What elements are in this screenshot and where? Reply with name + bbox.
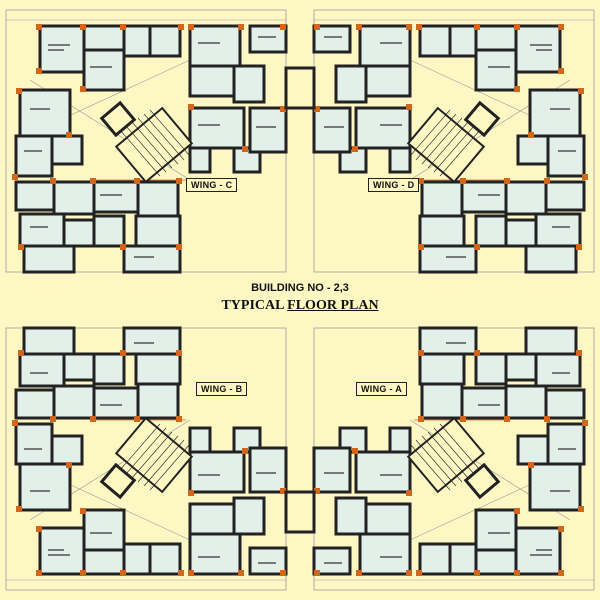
wing-a-label: WING - A [356, 382, 408, 396]
plan-title-underlined: FLOOR PLAN [287, 298, 379, 313]
wing-b-label: WING - B [196, 382, 248, 396]
wing-c-label: WING - C [186, 178, 238, 192]
wing-d-label: WING - D [368, 178, 420, 192]
building-number: BUILDING NO - 2,3 [251, 282, 349, 294]
plan-title-plain: TYPICAL [221, 298, 284, 313]
plan-title: TYPICAL FLOOR PLAN [0, 298, 600, 314]
